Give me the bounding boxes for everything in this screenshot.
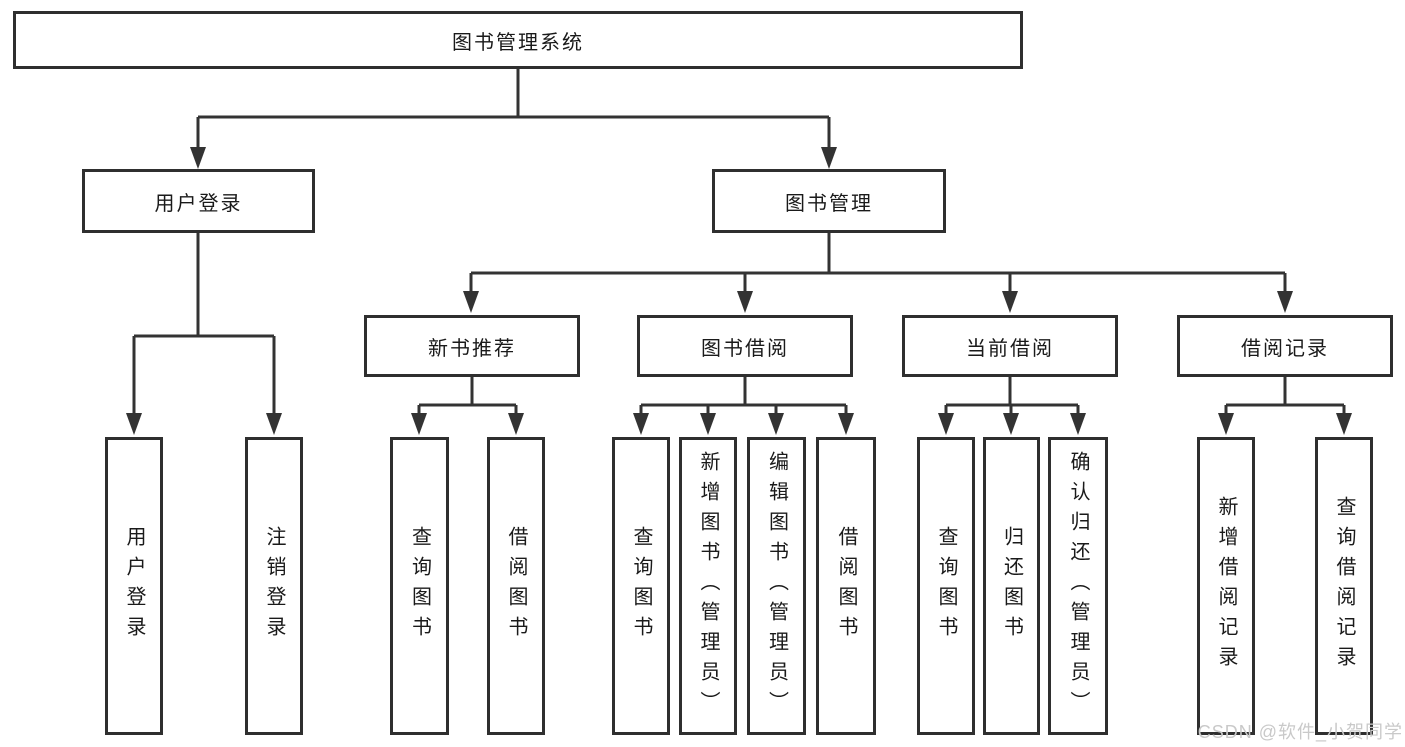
node-label: 编辑图书（管理员） <box>765 451 788 721</box>
node-user-login-branch: 用户登录 <box>82 169 315 233</box>
leaf-logout: 注销登录 <box>245 437 303 735</box>
leaf-borrow-books-1: 借阅图书 <box>487 437 545 735</box>
leaf-edit-book-admin: 编辑图书（管理员） <box>747 437 806 735</box>
leaf-query-books-1: 查询图书 <box>390 437 449 735</box>
node-label: 图书管理 <box>785 192 873 215</box>
leaf-query-books-2: 查询图书 <box>612 437 670 735</box>
leaf-add-book-admin: 新增图书（管理员） <box>679 437 737 735</box>
node-book-management-branch: 图书管理 <box>712 169 946 233</box>
node-label: 新增图书（管理员） <box>697 451 719 721</box>
node-library-management-system: 图书管理系统 <box>13 11 1023 69</box>
leaf-add-borrow-record: 新增借阅记录 <box>1197 437 1255 735</box>
arrowheads <box>126 147 1352 435</box>
node-label: 查询借阅记录 <box>1333 496 1355 676</box>
leaf-query-borrow-record: 查询借阅记录 <box>1315 437 1373 735</box>
node-new-book-recommend: 新书推荐 <box>364 315 580 377</box>
node-label: 确认归还（管理员） <box>1067 451 1089 721</box>
node-label: 用户登录 <box>123 526 145 646</box>
node-borrow-record: 借阅记录 <box>1177 315 1393 377</box>
node-label: 当前借阅 <box>966 337 1054 360</box>
node-label: 新增借阅记录 <box>1215 496 1237 676</box>
node-label: 借阅图书 <box>835 526 857 646</box>
leaf-return-book: 归还图书 <box>983 437 1040 735</box>
leaf-user-login: 用户登录 <box>105 437 163 735</box>
leaf-confirm-return-admin: 确认归还（管理员） <box>1048 437 1108 735</box>
node-label: 查询图书 <box>935 526 957 646</box>
node-current-borrow: 当前借阅 <box>902 315 1118 377</box>
leaf-borrow-books-2: 借阅图书 <box>816 437 876 735</box>
node-book-borrow: 图书借阅 <box>637 315 853 377</box>
node-label: 新书推荐 <box>428 337 516 360</box>
node-label: 查询图书 <box>630 526 652 646</box>
csdn-watermark: CSDN @软件_小贺同学 <box>1197 722 1403 742</box>
leaf-query-books-3: 查询图书 <box>917 437 975 735</box>
node-label: 借阅图书 <box>505 526 527 646</box>
node-label: 注销登录 <box>263 526 285 646</box>
node-label: 图书管理系统 <box>452 31 584 54</box>
node-label: 借阅记录 <box>1241 337 1329 360</box>
node-label: 用户登录 <box>154 192 243 215</box>
node-label: 查询图书 <box>408 526 431 646</box>
node-label: 归还图书 <box>1000 526 1023 646</box>
node-label: 图书借阅 <box>701 337 789 360</box>
